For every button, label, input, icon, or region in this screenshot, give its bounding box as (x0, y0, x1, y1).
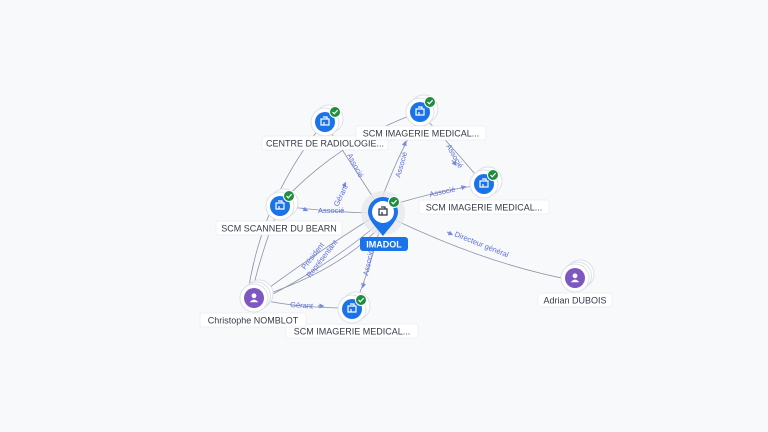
svg-text:SCM IMAGERIE MEDICAL...: SCM IMAGERIE MEDICAL... (426, 203, 543, 213)
node-christophe[interactable] (239, 279, 274, 313)
edge-label-associe-radiologie: Associé (345, 152, 365, 179)
verified-badge-icon (424, 96, 436, 108)
verified-badge-icon (487, 169, 499, 181)
svg-text:CENTRE DE RADIOLOGIE...: CENTRE DE RADIOLOGIE... (266, 139, 384, 149)
building-icon (347, 303, 357, 313)
svg-text:Adrian DUBOIS: Adrian DUBOIS (543, 296, 606, 306)
center-label-imadol[interactable]: IMADOL (360, 237, 408, 251)
node-label-adrian[interactable]: Adrian DUBOIS (537, 292, 613, 308)
verified-badge-icon (329, 106, 341, 118)
verified-badge-icon (388, 196, 400, 208)
building-icon (378, 206, 388, 216)
edge-center-adrian (394, 219, 573, 281)
node-adrian[interactable] (560, 259, 595, 293)
center-node-imadol[interactable] (361, 191, 405, 236)
building-icon (479, 178, 489, 188)
edge-label-gerant-bottom: Gérant (290, 300, 314, 311)
node-centre-radiologie[interactable] (310, 104, 344, 137)
edge-arrow (451, 159, 457, 166)
node-label-christophe[interactable]: Christophe NOMBLOT (199, 312, 307, 328)
svg-text:SCM IMAGERIE MEDICAL...: SCM IMAGERIE MEDICAL... (363, 129, 480, 139)
node-label-scm-scanner[interactable]: SCM SCANNER DU BEARN (215, 220, 343, 236)
node-scm-imagerie-top[interactable] (405, 94, 439, 127)
building-icon (275, 200, 285, 210)
verified-badge-icon (355, 294, 367, 306)
node-scm-imagerie-bottom[interactable] (337, 291, 371, 324)
edge-arrow (459, 185, 467, 191)
verified-badge-icon (283, 190, 295, 202)
edge-label-associe-right: Associé (429, 185, 457, 199)
node-label-scm-imagerie-right[interactable]: SCM IMAGERIE MEDICAL... (418, 199, 550, 215)
edge-arrow (401, 140, 407, 148)
node-scm-scanner[interactable] (265, 188, 299, 221)
edge-label-associe-scanner: Associé (318, 206, 344, 215)
node-scm-imagerie-right[interactable] (469, 166, 503, 199)
svg-text:SCM SCANNER DU BEARN: SCM SCANNER DU BEARN (221, 224, 337, 234)
svg-text:Christophe NOMBLOT: Christophe NOMBLOT (208, 316, 299, 326)
node-label-scm-imagerie-bottom[interactable]: SCM IMAGERIE MEDICAL... (285, 323, 419, 339)
building-icon (415, 106, 425, 116)
building-icon (320, 116, 330, 126)
person-icon (249, 293, 259, 303)
svg-text:SCM IMAGERIE MEDICAL...: SCM IMAGERIE MEDICAL... (294, 327, 411, 337)
person-icon (570, 273, 580, 283)
node-label-scm-imagerie-top[interactable]: SCM IMAGERIE MEDICAL... (355, 125, 487, 141)
svg-text:IMADOL: IMADOL (366, 240, 402, 250)
edge-label-associe-top: Associé (393, 151, 409, 179)
edge-arrow (361, 281, 367, 289)
edge-arrow (341, 181, 347, 189)
edge-arrow (446, 230, 454, 236)
edge-christophe-center-2 (257, 223, 379, 303)
edge-label-associe-top-right: Associé (444, 143, 465, 170)
edge-label-gerant-scanner: Gérant (332, 182, 351, 207)
edge-arrow (301, 206, 309, 212)
edge-label-directeur-general: Directeur général (453, 230, 510, 260)
edge-label-associe-bottom: Associé (361, 249, 375, 277)
